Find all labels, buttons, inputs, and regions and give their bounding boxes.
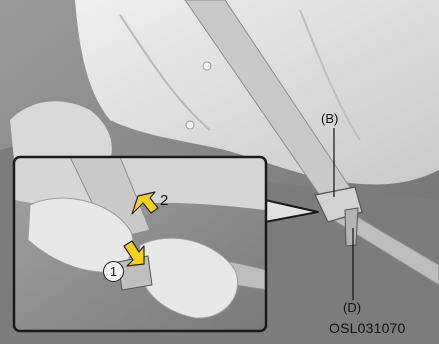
label-buckle-b: (B) (321, 112, 338, 125)
buckle-tongue-d (345, 208, 358, 246)
shirt-button (203, 62, 211, 70)
label-step-2: 2 (160, 194, 168, 207)
label-step-1: 1 (103, 261, 124, 282)
shirt-button (186, 121, 194, 129)
detail-inset (14, 157, 266, 331)
figure-code: OSL031070 (329, 322, 406, 335)
label-tongue-d: (D) (343, 301, 361, 314)
